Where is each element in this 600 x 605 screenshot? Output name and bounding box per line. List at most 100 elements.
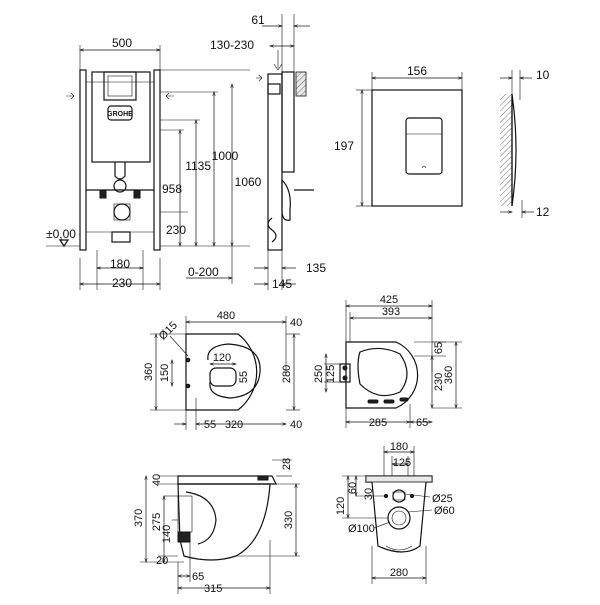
- brand-label: GROHE: [107, 111, 133, 118]
- seat-opening: [357, 347, 408, 397]
- dim-120-rear: 120: [335, 497, 347, 515]
- bowl-drain-opening: [209, 367, 237, 387]
- dim-250: 250: [313, 365, 325, 383]
- dim-d100: Ø100: [348, 523, 375, 535]
- bowl-mount-hole-bottom: [185, 383, 191, 389]
- flush-pipe: [114, 162, 126, 180]
- side-inlet-arrow: [273, 50, 283, 71]
- dim-197: 197: [334, 139, 354, 153]
- dim-280-top: 280: [281, 365, 293, 383]
- dim-1135: 1135: [185, 159, 211, 173]
- frame-left-rail: [79, 69, 87, 251]
- drain-connector: [113, 203, 131, 221]
- frame-right-rail: [153, 69, 161, 251]
- seat-outline: [345, 341, 419, 409]
- dim-230-bottom: 230: [112, 276, 132, 290]
- dim-12: 12: [536, 205, 550, 219]
- frame-side-rail: [267, 73, 283, 251]
- flush-opening-inner: [107, 75, 133, 97]
- dim-55-bottom: 55: [204, 419, 216, 431]
- dim-360-top-view: 360: [143, 363, 155, 381]
- dim-180-rear: 180: [390, 441, 408, 453]
- dim-61: 61: [251, 13, 265, 27]
- side-drain-curve: [267, 217, 277, 243]
- dim-10: 10: [536, 68, 550, 82]
- dim-1000: 1000: [212, 149, 239, 163]
- drain-pipe-stub: [111, 231, 131, 243]
- dim-135: 135: [306, 261, 326, 275]
- water-inlet-arrow-right: [165, 92, 174, 100]
- frame-bracket-left: [99, 189, 107, 199]
- seat-hinge-block: [339, 363, 351, 383]
- dim-140: 140: [161, 525, 173, 543]
- dim-360-seat: 360: [443, 366, 455, 384]
- dim-40-side: 40: [151, 474, 163, 486]
- dim-275: 275: [151, 513, 163, 531]
- dim-958: 958: [162, 182, 182, 196]
- bowl-side-bracket: [177, 531, 191, 543]
- bowl-rear-base-curve: [385, 545, 413, 551]
- dim-230-seat: 230: [433, 373, 445, 391]
- dim-125-rear: 125: [393, 457, 411, 469]
- bowl-rear-inlet-box: [392, 491, 406, 501]
- bowl-side-seat-bumper: [257, 475, 269, 481]
- dim-d25: Ø25: [432, 493, 453, 505]
- frame-bracket-right: [133, 189, 141, 199]
- dim-40-bottom: 40: [290, 419, 302, 431]
- seat-hinge-pin-bottom: [342, 375, 348, 381]
- flush-button-mark: [421, 165, 427, 169]
- wall-hatch: [500, 94, 512, 206]
- seat-bumper-3: [399, 397, 409, 402]
- leader-d60: [407, 509, 433, 513]
- bowl-rear-outlet-inner: [391, 510, 407, 526]
- dim-120: 120: [213, 352, 231, 364]
- grohe-logo-badge: [107, 105, 133, 121]
- dim-65-seat-top: 65: [433, 342, 445, 354]
- cistern-side: [281, 71, 295, 173]
- dim-500: 500: [112, 36, 132, 50]
- seat-top-view: 425 393 65 250 125 230 360 285 65: [313, 294, 462, 429]
- zero-level-label: ±0,00: [46, 227, 76, 241]
- dim-315: 315: [204, 583, 222, 595]
- dim-130-230: 130-230: [210, 38, 254, 52]
- side-elbow: [281, 178, 291, 221]
- bowl-rim-inner: [207, 343, 261, 399]
- dim-40-top: 40: [290, 317, 302, 329]
- dim-65-seat-bottom: 65: [416, 417, 428, 429]
- side-inlet-arrow-left: [256, 74, 263, 82]
- dim-d60: Ø60: [434, 505, 455, 517]
- dim-145: 145: [272, 277, 292, 291]
- dim-370: 370: [133, 509, 145, 527]
- bowl-side-view: 370 40 275 140 20 28 330 65 315: [133, 458, 300, 595]
- leader-d25: [404, 493, 431, 498]
- dim-425: 425: [380, 294, 398, 306]
- dim-230-frame: 230: [166, 223, 186, 237]
- leader-d15: [169, 335, 189, 357]
- frame-side-view: 61 130-230 135 145: [210, 13, 326, 291]
- dim-55-inner: 55: [238, 371, 250, 383]
- leader-d100: [373, 521, 391, 529]
- dim-393: 393: [382, 306, 400, 318]
- seat-bumper-1: [367, 399, 379, 404]
- dim-1060: 1060: [235, 175, 262, 189]
- flush-plate-outline: [371, 89, 463, 207]
- bowl-rear-outline: [365, 475, 433, 553]
- dim-125: 125: [325, 365, 337, 383]
- dim-20: 20: [156, 555, 168, 567]
- frame-front-view: GROHE 500 1135 1000 958 1060 230: [46, 36, 262, 290]
- dim-480: 480: [217, 310, 235, 322]
- bowl-top-outline: [185, 333, 258, 411]
- bowl-rear-outlet: [387, 506, 411, 530]
- bowl-mount-hole-top: [185, 357, 191, 363]
- seat-bumper-2: [383, 399, 395, 404]
- bowl-rear-top-rim: [365, 475, 433, 483]
- dim-330: 330: [283, 511, 295, 529]
- dim-0-200: 0-200: [188, 265, 219, 279]
- dim-280-rear: 280: [390, 567, 408, 579]
- dim-d15: Ø15: [157, 319, 180, 342]
- dim-180-bottom: 180: [110, 257, 130, 271]
- dim-30-rear: 30: [363, 488, 375, 500]
- dim-320: 320: [225, 419, 243, 431]
